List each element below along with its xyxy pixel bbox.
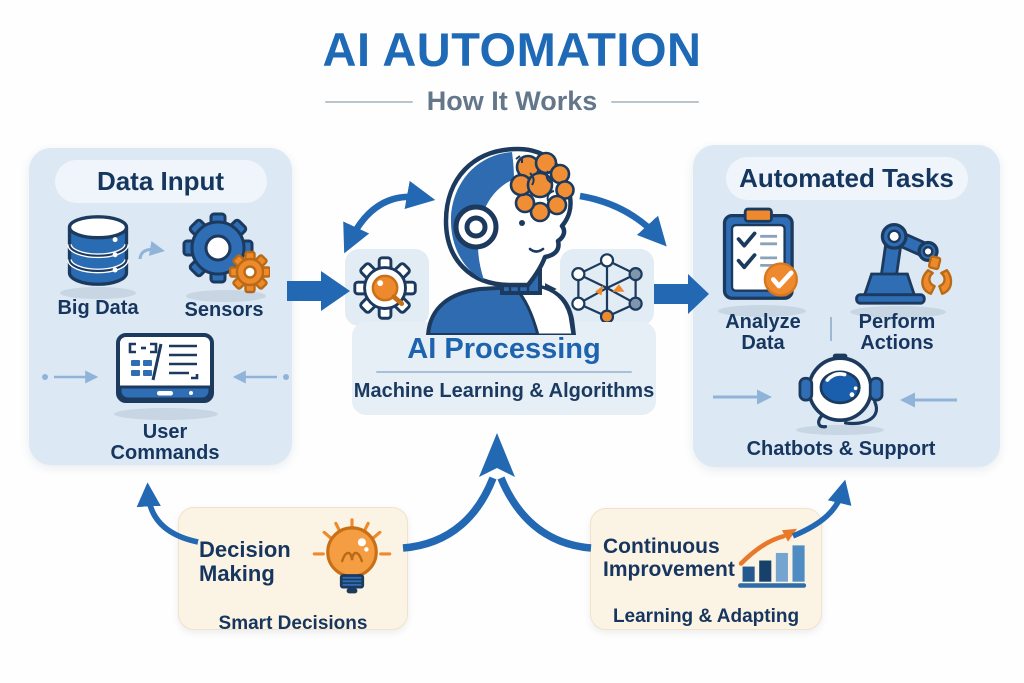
ai-processing-subtitle: Machine Learning & Algorithms [353, 379, 655, 402]
analyze-data-label: Analyze Data [725, 311, 801, 354]
arrow-cycle-right [579, 192, 667, 247]
subtitle-line-right [611, 100, 700, 103]
continuous-improvement-header: Continuous Improvement [603, 519, 809, 599]
continuous-improvement-title: Continuous Improvement [603, 535, 735, 581]
gear-icon-panel [345, 249, 429, 326]
robot-arm-icon [855, 222, 953, 305]
perform-actions-item: Perform Actions [838, 210, 956, 354]
ai-processing-panel: AI Processing Machine Learning & Algorit… [352, 322, 656, 415]
subtitle-line-left [324, 100, 413, 103]
neural-network-panel [560, 249, 654, 326]
decision-making-subtitle: Smart Decisions [218, 613, 368, 634]
ai-processing-divider [376, 370, 632, 373]
continuous-improvement-subtitle: Learning & Adapting [612, 606, 800, 627]
database-icon [67, 215, 129, 286]
gears-icon [182, 212, 270, 294]
decision-making-box: Decision Making Smart Decisions [178, 507, 408, 634]
analyze-data-item: Analyze Data [715, 206, 811, 354]
arrow-cycle-left [343, 180, 436, 254]
big-data-item: Big Data [56, 210, 140, 319]
perform-actions-label: Perform Actions [858, 311, 936, 354]
ai-processing-title: AI Processing [407, 332, 601, 365]
data-input-box: Data Input [29, 148, 292, 465]
sensors-label: Sensors [184, 299, 264, 321]
automated-tasks-title: Automated Tasks [725, 157, 968, 200]
decision-making-title: Decision Making [199, 537, 291, 586]
arrow-decision-to-processing [402, 476, 497, 552]
arrow-improvement-to-processing [497, 476, 592, 552]
sensors-item: Sensors [176, 206, 272, 321]
arrowhead-to-processing [479, 433, 515, 477]
page-subtitle: How It Works [426, 86, 598, 116]
clipboard-check-icon [722, 207, 798, 300]
growth-chart-icon [737, 528, 806, 588]
decision-making-header: Decision Making [191, 518, 395, 606]
gear-icon [353, 255, 417, 320]
big-data-label: Big Data [57, 297, 139, 319]
continuous-improvement-box: Continuous Improvement Learning & Adapti… [590, 508, 822, 630]
data-input-title: Data Input [54, 160, 267, 203]
neural-network-icon [571, 252, 643, 324]
chatbots-label: Chatbots & Support [746, 438, 936, 460]
lightbulb-icon [312, 518, 392, 594]
arrow-data-to-processing [287, 271, 350, 311]
chatbots-item: Chatbots & Support [747, 349, 935, 460]
tablet-icon [116, 333, 214, 403]
page-title: AI AUTOMATION [322, 23, 702, 76]
chatbot-icon [798, 353, 884, 429]
user-commands-item: User Commands [111, 332, 219, 464]
user-commands-label: User Commands [110, 421, 220, 464]
subtitle-row: How It Works [0, 86, 1024, 117]
